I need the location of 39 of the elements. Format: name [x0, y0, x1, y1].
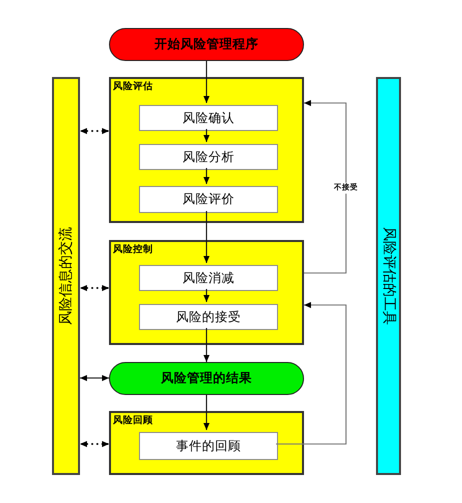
terminal-pill: [109, 362, 304, 395]
step-label: 风险分析: [182, 150, 234, 164]
process-box: [139, 186, 278, 213]
process-box: [139, 304, 278, 330]
vertical-label: 风险信息的交流: [58, 227, 74, 325]
stage-panel: [109, 240, 304, 345]
process-box: [139, 265, 278, 291]
panel-heading: 风险控制: [113, 245, 153, 256]
arrow: [203, 289, 210, 302]
stage-panel: [109, 77, 304, 223]
step-label: 风险确认: [182, 110, 234, 126]
panel-heading: 风险评估: [113, 82, 153, 93]
side-bar: [52, 77, 80, 475]
step-label: 事件的回顾: [176, 438, 241, 454]
double-arrow: [79, 284, 110, 292]
vertical-label: 风险评估的工具: [380, 227, 397, 325]
step-label: 风险的接受: [176, 310, 241, 324]
terminal-label: 风险管理的结果: [161, 371, 252, 386]
terminal-pill: [109, 28, 304, 61]
arrow: [203, 211, 210, 263]
panel-heading: 风险回顾: [113, 416, 153, 427]
arrow: [276, 302, 347, 445]
side-bar: [376, 77, 401, 475]
arrow: [203, 129, 210, 142]
process-box: [139, 432, 278, 460]
terminal-label: 开始风险管理程序: [154, 37, 258, 52]
arrow: [203, 395, 210, 430]
step-label: 风险评价: [182, 192, 234, 207]
arrow: [304, 100, 347, 274]
double-arrow: [80, 374, 109, 382]
arrow: [203, 61, 210, 103]
double-arrow: [79, 128, 110, 134]
process-box: [139, 105, 278, 131]
double-arrow: [79, 440, 110, 448]
step-label: 风险消减: [182, 270, 234, 286]
stage-panel: [109, 411, 304, 475]
process-box: [139, 144, 278, 170]
arrow: [203, 328, 210, 362]
arrow: [203, 168, 210, 184]
